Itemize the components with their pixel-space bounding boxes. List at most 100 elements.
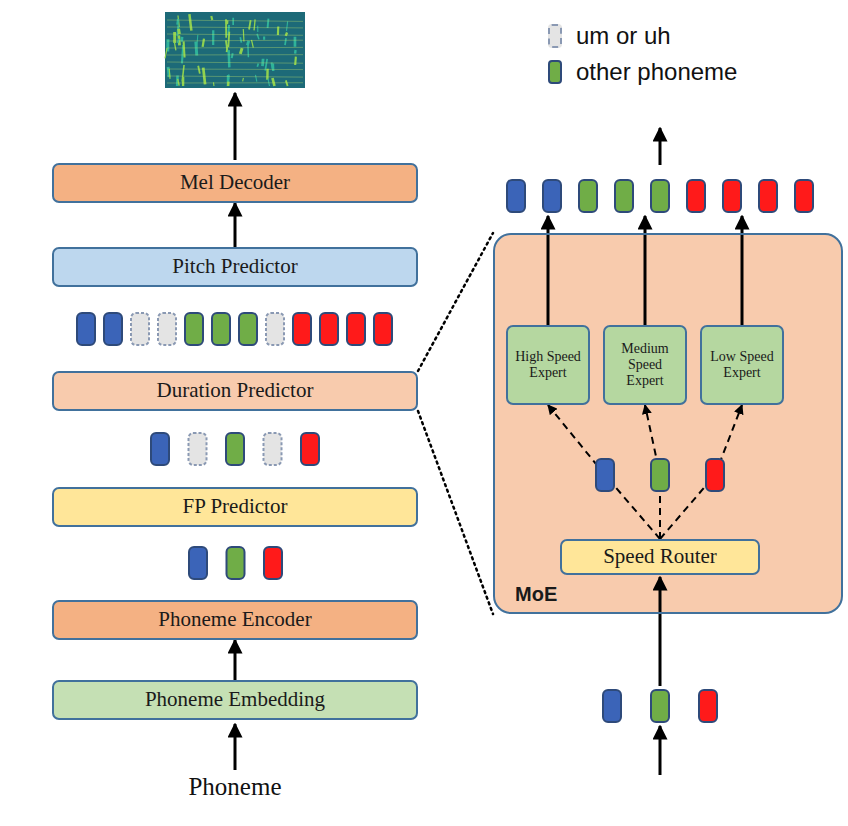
spectrogram-stroke [169,69,171,79]
spectrogram-stroke [165,48,167,58]
phoneme-token [189,547,207,579]
phoneme-token [264,547,282,579]
arrow-line [234,724,237,770]
layer-box: Phoneme Encoder [52,600,418,640]
legend-item: um or uh [548,18,737,54]
legend-item: other phoneme [548,54,737,90]
spectrogram-stroke [167,34,303,35]
phoneme-token [347,313,365,345]
spectrogram-stroke [178,79,180,86]
arrow-line [234,93,237,160]
arrow-line [644,216,647,325]
flow-arrow [660,405,742,539]
arrow-line [659,726,662,775]
box-label: FP Predictor [175,494,296,519]
layer-box: Pitch Predictor [52,247,418,287]
flow-arrow [234,640,237,680]
phoneme-token [651,180,669,212]
input-label: Phoneme [188,773,281,801]
phoneme-token [301,433,319,465]
layer-box: Mel Decoder [52,163,418,203]
spectrogram-stroke [167,62,303,63]
phoneme-token [131,313,149,345]
zoom-guide-line [418,411,493,614]
spectrogram-stroke [227,82,230,86]
legend-text: um or uh [576,22,671,50]
spectrogram-stroke [251,40,253,48]
spectrogram-stroke [167,54,303,55]
phoneme-token [759,180,777,212]
flow-arrow [548,405,660,539]
phoneme-token [320,313,338,345]
spectrogram-stroke [177,29,181,34]
moe-fill [494,234,842,613]
spectrogram-stroke [203,39,204,47]
spectrogram [165,12,305,88]
box-label: Speed Router [595,544,725,569]
box-label: Duration Predictor [149,378,322,403]
phoneme-token [615,180,633,212]
phoneme-token [603,690,621,722]
phoneme-token [212,313,230,345]
legend-swatch [548,60,562,84]
spectrogram-stroke [167,47,303,49]
spectrogram-stroke [167,76,303,77]
spectrogram-stroke [227,32,230,48]
phoneme-token [651,459,669,491]
box-label: Mel Decoder [172,170,298,195]
spectrogram-stroke [285,38,286,45]
box-label: Phoneme Embedding [137,687,333,712]
arrow-line [741,216,744,325]
phoneme-token [687,180,705,212]
moe-group: MoEHigh Speed ExpertMedium Speed ExpertL… [493,233,843,614]
phoneme-token [239,313,257,345]
spectrogram-stroke [189,14,191,30]
spectrogram-stroke [198,66,200,74]
spectrogram-stroke [232,18,234,25]
layer-box: FP Predictor [52,487,418,527]
phoneme-token [651,690,669,722]
spectrogram-stroke [227,50,230,67]
phoneme-token [266,313,284,345]
phoneme-token [77,313,95,345]
box-label: Low Speed Expert [702,349,782,381]
spectrogram-stroke [167,40,303,42]
spectrogram-stroke [255,75,256,82]
spectrogram-stroke [263,36,265,39]
legend-dashed-token [548,24,562,48]
spectrogram-stroke [240,37,241,42]
spectrogram-stroke [212,30,214,45]
flow-arrow [234,203,237,247]
box-label: Medium Speed Expert [605,341,685,389]
phoneme-token [579,180,597,212]
spectrogram-stroke [182,65,184,82]
module-box: High Speed Expert [506,325,590,405]
phoneme-token [507,180,525,212]
phoneme-token [293,313,311,345]
spectrogram-stroke [243,29,245,41]
spectrogram-stroke [242,78,244,81]
layer-box: Duration Predictor [52,371,418,411]
legend: um or uh other phoneme [548,18,737,90]
spectrogram-stroke [210,16,213,20]
phoneme-token [706,459,724,491]
spectrogram-stroke [272,78,274,86]
spectrogram-stroke [167,69,303,71]
phoneme-token [226,433,244,465]
spectrogram-stroke [294,57,297,65]
spectrogram-stroke [247,41,248,45]
phoneme-token [104,313,122,345]
module-box: Medium Speed Expert [603,325,687,405]
box-label: Pitch Predictor [164,254,305,279]
phoneme-token [189,433,207,465]
spectrogram-stroke [287,21,288,30]
layer-box: Phoneme Embedding [52,680,418,720]
phoneme-token [699,690,717,722]
box-label: Phoneme Encoder [150,607,319,632]
module-box: Low Speed Expert [700,325,784,405]
phoneme-token [227,547,245,579]
